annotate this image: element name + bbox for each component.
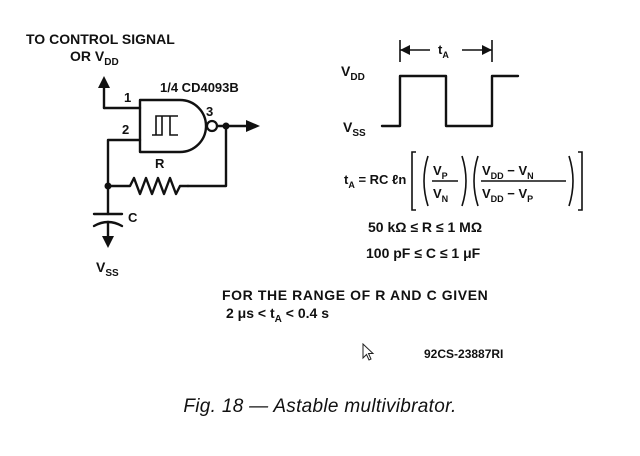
- figure-caption: Fig. 18 — Astable multivibrator.: [183, 396, 457, 417]
- frac2-numerator: VDD − VN: [482, 163, 534, 181]
- capacitor-label: C: [128, 210, 138, 225]
- paren1-left: [423, 155, 429, 207]
- vss-label: VSS: [343, 119, 366, 139]
- schematic: TO CONTROL SIGNAL OR VDD 1 1/4 CD4093B 3…: [26, 31, 260, 279]
- note-line1: FOR THE RANGE OF R AND C GIVEN: [222, 287, 488, 303]
- pin3-label: 3: [206, 104, 213, 119]
- frac1-denominator: VN: [433, 186, 448, 204]
- feedback-wire: [186, 124, 228, 188]
- input-arrow-icon: [98, 76, 110, 88]
- formula-lhs: tA = RC ℓn: [344, 172, 406, 190]
- period-arrow-left-icon: [400, 45, 410, 55]
- resistor-label: R: [155, 156, 165, 171]
- r-range: 50 kΩ ≤ R ≤ 1 MΩ: [368, 219, 482, 235]
- period-label: tA: [438, 42, 449, 60]
- pin2-label: 2: [122, 122, 129, 137]
- pin1-label: 1: [124, 90, 131, 105]
- square-wave: [380, 74, 520, 128]
- output-arrow-icon: [246, 120, 260, 132]
- bracket-right: [578, 151, 583, 211]
- paren2-left: [473, 155, 479, 207]
- mouse-pointer-icon: [362, 343, 375, 361]
- paren2-right: [568, 155, 574, 207]
- bracket-left: [411, 151, 416, 211]
- nand-gate: [138, 98, 208, 154]
- paren1-right: [461, 155, 467, 207]
- ground-label: VSS: [96, 259, 119, 279]
- pin2-wire: [106, 138, 142, 188]
- vdd-label: VDD: [341, 63, 365, 83]
- input-label-line2: OR VDD: [70, 48, 119, 68]
- period-arrow-right-icon: [482, 45, 492, 55]
- ground-arrow-icon: [102, 236, 114, 248]
- resistor: [106, 176, 190, 196]
- note-line2: 2 μs < tA < 0.4 s: [226, 305, 329, 325]
- c-range: 100 pF ≤ C ≤ 1 μF: [366, 245, 481, 261]
- schmitt-trigger-icon: [152, 115, 178, 136]
- input-label-line1: TO CONTROL SIGNAL: [26, 31, 175, 47]
- inversion-bubble: [205, 119, 219, 133]
- gate-label: 1/4 CD4093B: [160, 80, 239, 95]
- waveform: tA VDD VSS: [341, 40, 520, 139]
- figure-id: 92CS-23887RI: [424, 347, 503, 361]
- frac1-numerator: VP: [433, 163, 448, 181]
- frac2-denominator: VDD − VP: [482, 186, 533, 204]
- formula: tA = RC ℓn VP VN VDD − VN VDD − VP: [344, 151, 583, 211]
